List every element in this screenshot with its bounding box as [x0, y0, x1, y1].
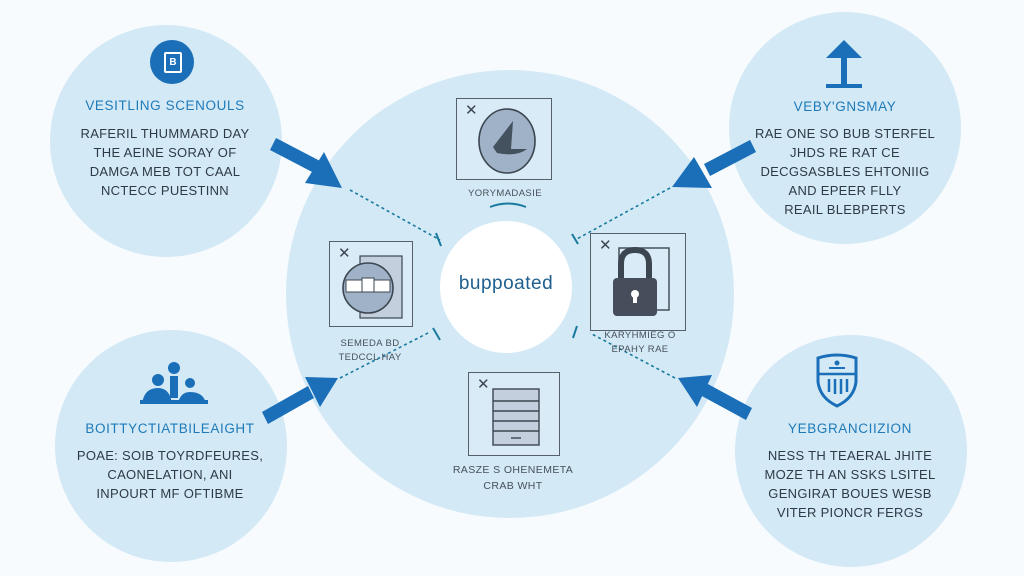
- node-text-top-right: RAE ONE SO BUB STERFEL JHDS RE RAT CE DE…: [735, 124, 955, 219]
- people-icon: [140, 362, 208, 404]
- text-line: POAE: SOIB TOYRDFEURES,: [76, 448, 264, 463]
- card-right-label: KARYHMIEG O EPAHY RAE: [585, 329, 695, 357]
- dashed-connector-tl: [349, 189, 441, 241]
- arrow-top-left: [270, 138, 342, 188]
- text-line: MOZE TH AN SSKS LSITEL: [764, 467, 936, 482]
- card-label-line: RASZE S OHENEMETA: [452, 464, 574, 476]
- helmet-icon: [342, 255, 403, 319]
- card-right: ✕: [590, 233, 686, 331]
- arrow-bottom-left: [262, 377, 338, 424]
- text-line: AND EPEER FLLY: [788, 183, 902, 198]
- card-left-label: SEMEDA BD TEDCCL HAY: [320, 337, 420, 365]
- node-title-top-left: VESITLING SCENOULS: [85, 98, 245, 113]
- text-line: JHDS RE RAT CE: [790, 145, 900, 160]
- arrow-top-right: [672, 140, 756, 188]
- card-left: ✕: [329, 241, 413, 327]
- dashed-connector-bl: [339, 332, 429, 379]
- text-line: INPOURT MF OFTIBME: [96, 486, 244, 501]
- server-stack-icon: [492, 388, 540, 446]
- card-label-line: SEMEDA BD: [340, 338, 400, 349]
- spark-emblem-icon: [478, 108, 536, 174]
- node-title-bottom-left: BOITTYCTIATBILEAIGHT: [85, 421, 255, 436]
- text-line: REAIL BLEBPERTS: [784, 202, 906, 217]
- card-label-line: KARYHMIEG O: [604, 330, 676, 341]
- text-line: THE AEINE SORAY OF: [93, 145, 237, 160]
- text-line: VITER PIONCR FERGS: [776, 505, 924, 520]
- node-text-bottom-left: POAE: SOIB TOYRDFEURES, CAONELATION, ANI…: [60, 446, 280, 503]
- card-bottom: ✕: [468, 372, 560, 456]
- node-text-bottom-right: NESS TH TEAERAL JHITE MOZE TH AN SSKS LS…: [740, 446, 960, 522]
- card-label-line: EPAHY RAE: [611, 344, 669, 355]
- text-line: GENGIRAT BOUES WESB: [768, 486, 932, 501]
- center-label: buppoated: [458, 273, 554, 294]
- arrow-up-icon: [826, 40, 862, 88]
- id-badge-icon: B: [150, 40, 194, 84]
- card-label-line: TEDCCL HAY: [338, 352, 402, 363]
- dashed-connector-br: [589, 332, 676, 379]
- close-mark-icon: ✕: [465, 102, 478, 119]
- shield-icon: [816, 353, 858, 408]
- card-label-line: CRAB WHT: [483, 480, 543, 492]
- card-top: ✕: [456, 98, 552, 180]
- close-mark-icon: ✕: [338, 245, 351, 262]
- text-line: RAFERIL THUMMARD DAY: [80, 126, 250, 141]
- text-line: DECGSASBLES EHTONIIG: [760, 164, 930, 179]
- padlock-icon: [613, 246, 670, 316]
- text-line: RAE ONE SO BUB STERFEL: [755, 126, 935, 141]
- card-bottom-label: RASZE S OHENEMETA CRAB WHT: [445, 462, 581, 494]
- node-title-top-right: VEBY'GNSMAY: [793, 99, 897, 114]
- close-mark-icon: ✕: [599, 237, 612, 254]
- center-hub: [440, 221, 572, 353]
- dashed-connector-tr: [574, 187, 671, 241]
- close-mark-icon: ✕: [477, 376, 490, 393]
- arrow-bottom-right: [678, 375, 752, 420]
- text-line: NESS TH TEAERAL JHITE: [767, 448, 933, 463]
- node-title-bottom-right: YEBGRANCIIZION: [788, 421, 912, 436]
- node-text-top-left: RAFERIL THUMMARD DAY THE AEINE SORAY OF …: [60, 124, 270, 200]
- text-line: CAONELATION, ANI: [107, 467, 233, 482]
- card-top-label: YORYMADASIE: [468, 188, 542, 199]
- text-line: NCTECC PUESTINN: [100, 183, 229, 198]
- text-line: DAMGA MEB TOT CAAL: [89, 164, 241, 179]
